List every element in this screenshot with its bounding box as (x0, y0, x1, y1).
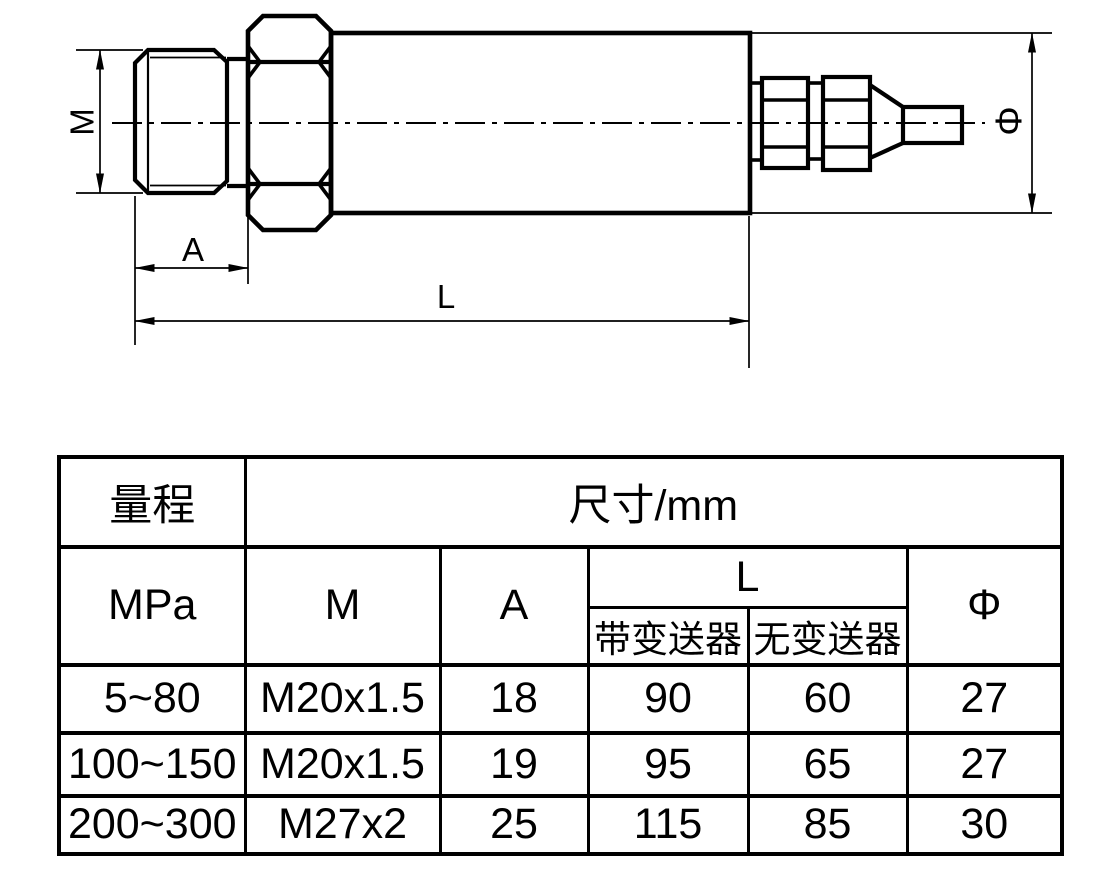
header-col-m: M (243, 545, 442, 666)
cell-m: M20x1.5 (243, 662, 442, 735)
header-range: 量程 (57, 455, 247, 549)
dim-total-length-l: L (134, 216, 750, 368)
cell-a: 25 (438, 793, 590, 856)
dim-thread-length-a: A (134, 196, 249, 345)
header-l-without-transmitter: 无变送器 (746, 605, 909, 667)
cell-m: M27x2 (243, 793, 442, 856)
dim-label-a: A (182, 231, 204, 268)
cell-range: 5~80 (57, 662, 247, 735)
cell-l-without: 65 (746, 730, 909, 798)
header-col-l: L (586, 545, 909, 609)
cell-range: 100~150 (57, 730, 247, 798)
dim-label-phi: Φ (988, 106, 1029, 136)
dim-diameter-phi: Φ (752, 32, 1052, 214)
cell-l-with: 95 (586, 730, 750, 798)
header-col-phi: Φ (905, 545, 1064, 666)
cable-connector (750, 74, 965, 173)
cell-l-without: 85 (746, 793, 909, 856)
cell-l-without: 60 (746, 662, 909, 735)
dimension-table: 量程 尺寸/mm MPa M A L Φ 带变送器 无变送器 5~80 M20x… (57, 455, 1065, 856)
sensor-body (328, 30, 753, 216)
header-col-a: A (438, 545, 590, 666)
cell-a: 19 (438, 730, 590, 798)
cable-stub (900, 104, 965, 146)
cell-phi: 30 (905, 793, 1064, 856)
dim-thread-m: M (64, 49, 143, 194)
dim-label-l: L (437, 278, 455, 315)
cell-range: 200~300 (57, 793, 247, 856)
header-mpa: MPa (57, 545, 247, 666)
dim-label-m: M (64, 108, 101, 136)
cell-l-with: 115 (586, 793, 750, 856)
cell-m: M20x1.5 (243, 730, 442, 798)
cell-a: 18 (438, 662, 590, 735)
cell-l-with: 90 (586, 662, 750, 735)
sensor-dimension-drawing: M A L Φ (64, 13, 1052, 368)
table-header-row-3: 带变送器 无变送器 (59, 605, 1062, 667)
thread-plug (132, 47, 248, 196)
table-row: 100~150 M20x1.5 19 95 65 27 (57, 730, 1064, 798)
header-size-mm: 尺寸/mm (243, 455, 1064, 549)
cell-phi: 27 (905, 730, 1064, 798)
table-header-row-1: 量程 尺寸/mm (57, 455, 1064, 549)
table-row: 5~80 M20x1.5 18 90 60 27 (57, 662, 1064, 735)
table-header-row-2: MPa M A L Φ (57, 545, 1064, 666)
table-row: 200~300 M27x2 25 115 85 30 (57, 793, 1064, 856)
header-l-with-transmitter: 带变送器 (586, 605, 750, 667)
cell-phi: 27 (905, 662, 1064, 735)
